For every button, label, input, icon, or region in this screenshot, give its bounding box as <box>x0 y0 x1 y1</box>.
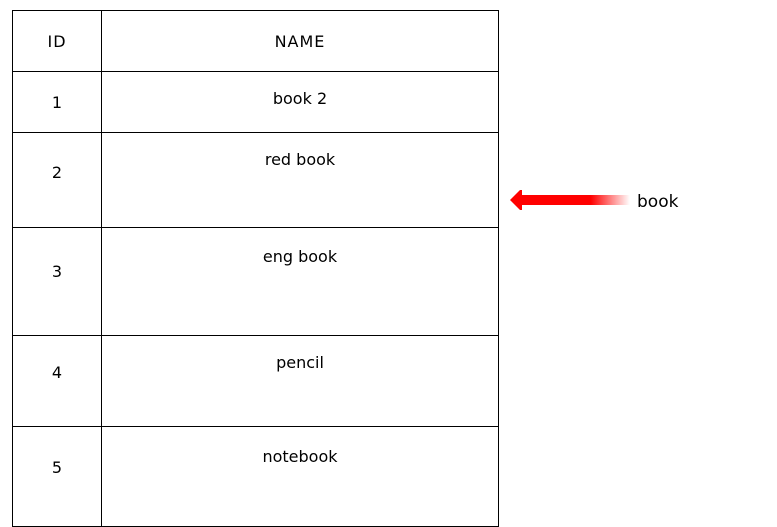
cell-name: notebook <box>101 426 499 527</box>
cell-id: 5 <box>12 426 102 527</box>
header-name: NAME <box>101 10 499 72</box>
cell-name: red book <box>101 132 499 228</box>
header-id: ID <box>12 10 102 72</box>
table-row: 4 pencil <box>12 335 499 427</box>
cell-name: book 2 <box>101 71 499 133</box>
cell-id: 4 <box>12 335 102 427</box>
cell-name: eng book <box>101 227 499 336</box>
table-row: 1 book 2 <box>12 71 499 133</box>
data-table: ID NAME 1 book 2 2 red book 3 eng book 4… <box>12 10 499 527</box>
table-row: 5 notebook <box>12 426 499 527</box>
arrow-shaft <box>518 195 630 205</box>
arrow-head <box>510 190 522 210</box>
table-header-row: ID NAME <box>12 10 499 72</box>
cell-id: 3 <box>12 227 102 336</box>
cell-name-text: book 2 <box>272 88 328 108</box>
arrow-left-icon <box>510 190 630 210</box>
cell-id: 1 <box>12 71 102 133</box>
arrow-label: book <box>637 192 679 212</box>
table-row: 2 red book <box>12 132 499 228</box>
cell-name: pencil <box>101 335 499 427</box>
cell-id: 2 <box>12 132 102 228</box>
table-row: 3 eng book <box>12 227 499 336</box>
